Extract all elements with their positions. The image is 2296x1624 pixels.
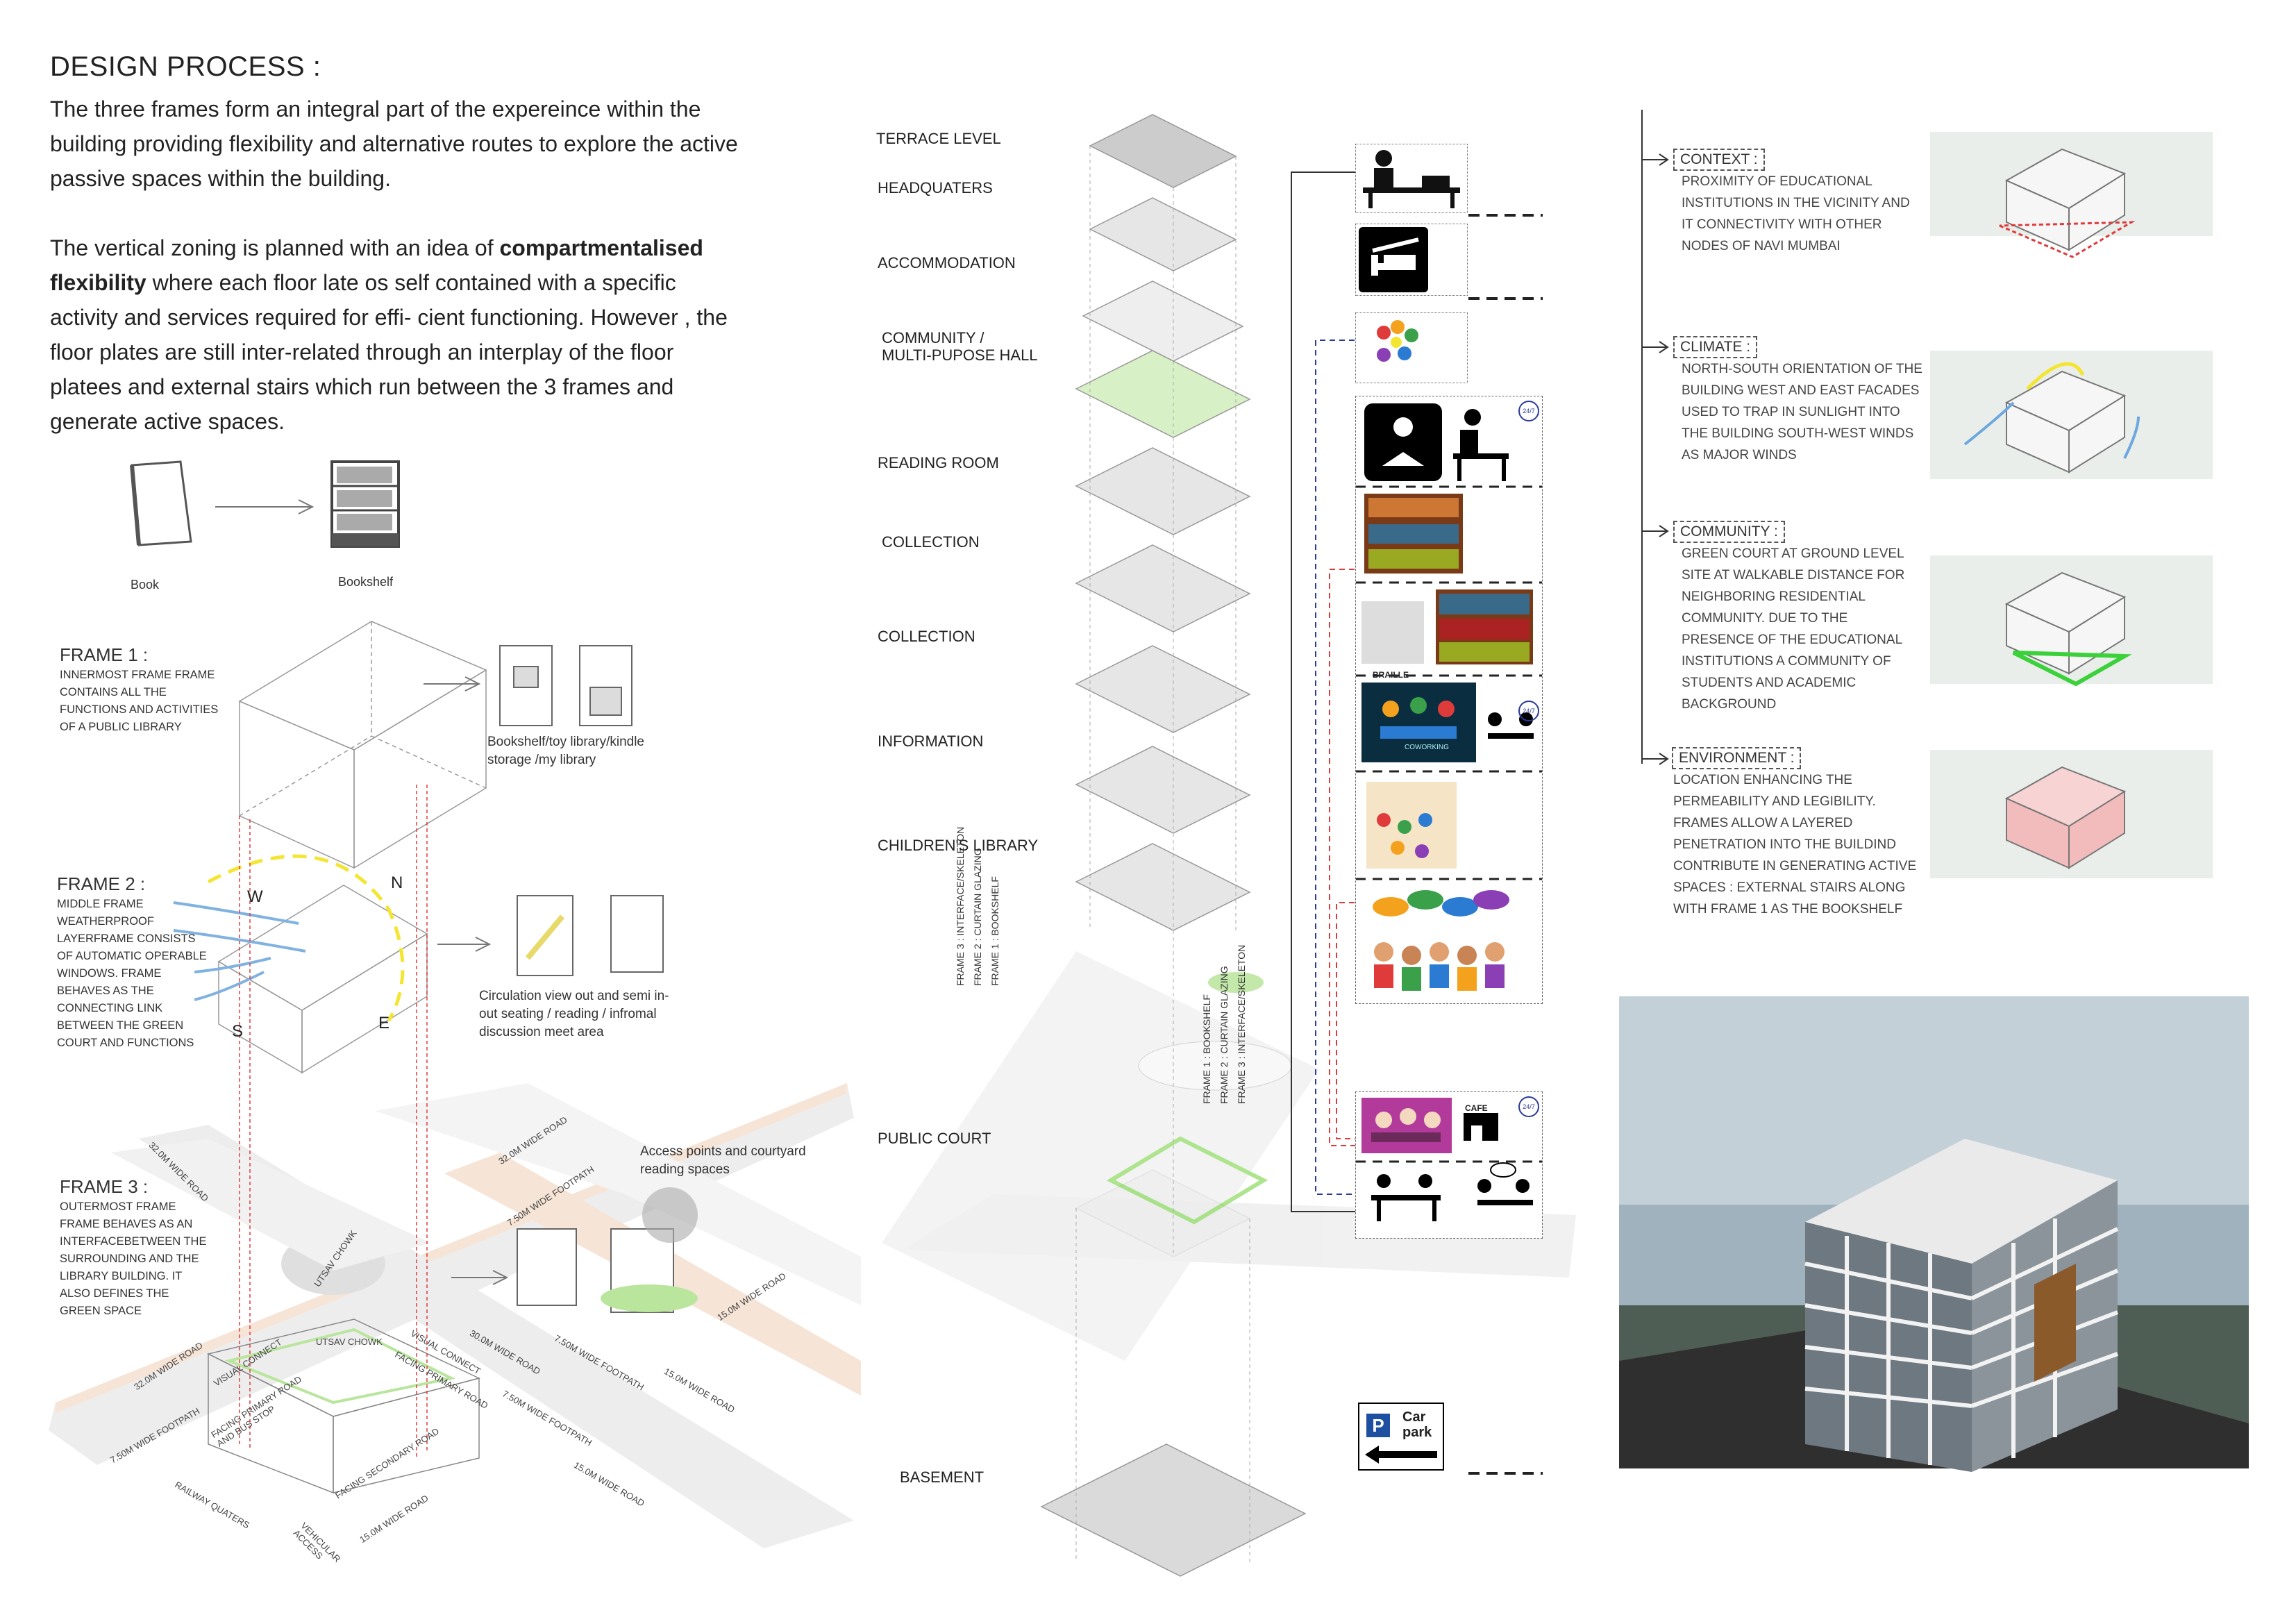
frame1-vertical-label-right: FRAME 1 : BOOKSHELF — [1201, 994, 1212, 1104]
reading-collection-icon-box: BRAILLE COWORKING 24/7 24/7 — [1355, 396, 1543, 1004]
frame3-box — [206, 1319, 481, 1494]
intro-paragraph-2: The vertical zoning is planned with an i… — [50, 231, 744, 439]
climate-text: NORTH-SOUTH ORIENTATION OF THE BUILDING … — [1682, 362, 1922, 462]
bed-icon — [1359, 227, 1428, 292]
frame3-sketch — [517, 1187, 698, 1313]
parameter-timeline — [1641, 110, 1669, 765]
open-24-7-badge: 24/7 — [1518, 401, 1539, 421]
open-24-7-badge: 24/7 — [1518, 1096, 1539, 1117]
environment-heading: ENVIRONMENT : — [1672, 747, 1802, 769]
para2-post: where each floor late os self contained … — [50, 270, 728, 434]
frame3-note: Access points and courtyard reading spac… — [640, 1144, 806, 1177]
bookshelf-label: Bookshelf — [338, 575, 394, 589]
reading-icons-stack — [1356, 403, 1542, 991]
frame2-heading: FRAME 2 : — [57, 873, 146, 894]
cafe-label: CAFE — [1465, 1103, 1488, 1113]
open-24-7-badge: 24/7 — [1518, 701, 1539, 721]
intro-paragraph-1: The three frames form an integral part o… — [50, 97, 738, 191]
compass-n: N — [391, 873, 403, 892]
arrow-left-icon — [1365, 1446, 1437, 1464]
frame3-vertical-label: FRAME 3 : INTERFACE/SKELETON — [955, 826, 966, 986]
road-label: UTSAV CHOWK — [316, 1337, 383, 1347]
frame1-text: INNERMOST FRAME FRAME CONTAINS ALL THE F… — [60, 669, 219, 733]
frame1-vertical-label: FRAME 1 : BOOKSHELF — [989, 876, 1000, 986]
car-label: Car — [1402, 1409, 1426, 1425]
community-people-icon — [1377, 320, 1418, 362]
parameter-environment: ENVIRONMENT : LOCATION ENHANCING THE PER… — [1672, 747, 1922, 920]
level-collection-1: COLLECTION — [882, 533, 980, 551]
court-site — [882, 951, 1576, 1361]
parameter-context: CONTEXT : PROXIMITY OF EDUCATIONAL INSTI… — [1673, 149, 1923, 257]
frame2-text: MIDDLE FRAME WEATHERPROOF LAYERFRAME CON… — [57, 898, 207, 1049]
level-collection-2: COLLECTION — [878, 628, 975, 645]
sketch-arrows — [215, 499, 509, 1285]
compass-w: W — [247, 887, 263, 906]
book-illustration — [130, 460, 192, 546]
level-headquarters: HEADQUATERS — [878, 179, 993, 196]
level-terrace: TERRACE LEVEL — [876, 130, 1001, 147]
frame3-vertical-label-right: FRAME 3 : INTERFACE/SKELETON — [1236, 944, 1247, 1104]
context-heading: CONTEXT : — [1673, 149, 1765, 171]
para2-pre: The vertical zoning is planned with an i… — [50, 235, 500, 260]
level-public-court: PUBLIC COURT — [878, 1130, 991, 1147]
compass-e: E — [378, 1014, 390, 1032]
wind-arrows — [173, 901, 306, 1001]
frame2-vertical-label: FRAME 2 : CURTAIN GLAZING — [972, 848, 983, 986]
headquarters-icon-box — [1355, 144, 1468, 213]
car-park-icon-box: P Car park — [1358, 1403, 1444, 1471]
level-childrens-library: CHILDREN'S LIBRARY — [878, 837, 1039, 854]
community-text: GREEN COURT AT GROUND LEVEL SITE AT WALK… — [1682, 546, 1905, 712]
compass-s: S — [232, 1022, 244, 1041]
parameter-community: COMMUNITY : GREEN COURT AT GROUND LEVEL … — [1673, 521, 1923, 715]
frame2-vertical-label-right: FRAME 2 : CURTAIN GLAZING — [1218, 966, 1230, 1104]
intro-text: The three frames form an integral part o… — [50, 92, 744, 474]
frame2-note: Circulation view out and semi in-out sea… — [479, 989, 669, 1039]
level-reading-room: READING ROOM — [878, 454, 999, 471]
level-basement: BASEMENT — [900, 1468, 984, 1486]
level-dividers — [1468, 214, 1543, 1475]
frame1-sketch — [499, 645, 632, 726]
frame1-box — [238, 621, 487, 869]
context-text: PROXIMITY OF EDUCATIONAL INSTITUTIONS IN… — [1682, 174, 1910, 253]
office-desk-icon — [1363, 150, 1460, 208]
cafe-coworking-icons — [1356, 1098, 1542, 1221]
level-accommodation: ACCOMMODATION — [878, 254, 1016, 271]
frame1-heading: FRAME 1 : — [60, 644, 149, 665]
frame1-note: Bookshelf/toy library/kindle storage /my… — [487, 735, 644, 767]
frame2-sketch — [517, 895, 664, 976]
book-label: Book — [131, 578, 160, 592]
frame3-text: OUTERMOST FRAME FRAME BEHAVES AS AN INTE… — [60, 1200, 207, 1317]
accommodation-icon-box — [1355, 224, 1468, 296]
park-label: park — [1402, 1425, 1432, 1440]
community-heading: COMMUNITY : — [1673, 521, 1785, 543]
floor-columns — [1075, 146, 1250, 1562]
parameter-thumbnails — [1930, 132, 2213, 878]
coworking-label: COWORKING — [1405, 744, 1449, 751]
icon-connectors — [1291, 171, 1364, 1212]
public-court-icon-box: CAFE 24/7 — [1355, 1091, 1543, 1239]
environment-text: LOCATION ENHANCING THE PERMEABILITY AND … — [1673, 773, 1917, 916]
frame-links — [239, 785, 428, 1458]
climate-heading: CLIMATE : — [1673, 336, 1758, 358]
frame3-heading: FRAME 3 : — [60, 1176, 149, 1197]
bookshelf-illustration — [330, 460, 400, 548]
page-title: DESIGN PROCESS : — [50, 51, 321, 82]
building-rendering — [1619, 996, 2249, 1472]
level-community-hall: COMMUNITY / MULTI-PUPOSE HALL — [882, 329, 1038, 364]
level-information: INFORMATION — [878, 733, 984, 750]
para2-bold: compartmentalised flexibility — [50, 235, 703, 295]
community-icon-box — [1355, 312, 1468, 383]
exploded-floors — [1040, 114, 1307, 1577]
braille-label: BRAILLE — [1373, 670, 1409, 680]
parameter-climate: CLIMATE : NORTH-SOUTH ORIENTATION OF THE… — [1673, 336, 1923, 466]
frame2-box — [217, 885, 428, 1074]
parking-p-icon: P — [1366, 1414, 1390, 1437]
